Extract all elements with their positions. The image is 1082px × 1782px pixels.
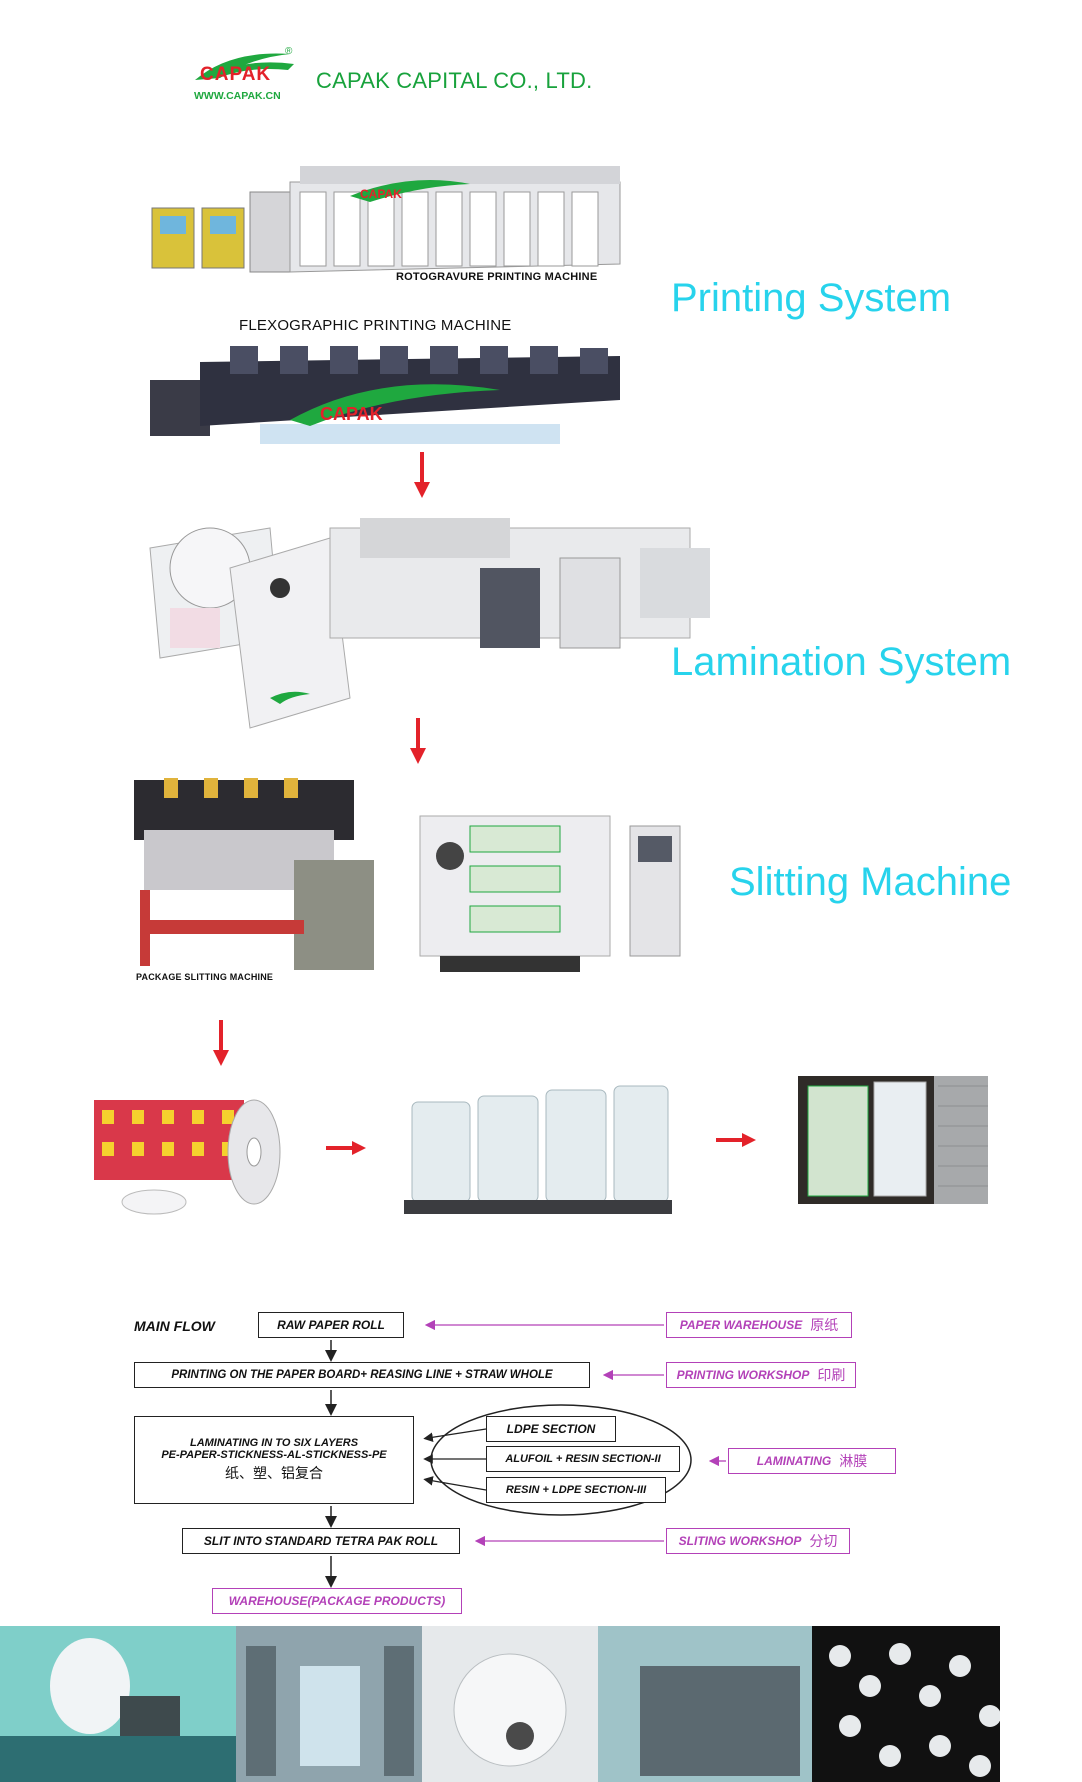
logo-website: WWW.CAPAK.CN: [194, 90, 281, 102]
printed-rolls-drawing: [94, 1099, 281, 1215]
lamination-line-2: PE-PAPER-STICKNESS-AL-STICKNESS-PE: [161, 1449, 387, 1461]
paper-warehouse-label: PAPER WAREHOUSE: [679, 1318, 803, 1332]
flow-right-arrow-icon: [716, 1133, 756, 1147]
lamination-machine-image: [140, 508, 720, 736]
printing-workshop-box: PRINTING WORKSHOP 印刷: [666, 1362, 856, 1388]
package-slitting-machine-drawing: [134, 778, 374, 970]
paper-warehouse-cn-label: 原纸: [810, 1318, 839, 1334]
resin-section-box: RESIN + LDPE SECTION-III: [486, 1477, 666, 1503]
logo-wordmark: CAPAK: [200, 64, 272, 85]
laminating-cn-label: 淋膜: [839, 1454, 868, 1470]
flexographic-machine-image: CAPAK: [140, 340, 628, 448]
sliting-workshop-label: SLITING WORKSHOP: [678, 1534, 802, 1548]
alufoil-section-box: ALUFOIL + RESIN SECTION-II: [486, 1446, 680, 1472]
wrapped-rolls-drawing: [404, 1085, 672, 1214]
rotogravure-machine-drawing: CAPAK: [151, 166, 621, 273]
flexographic-caption: FLEXOGRAPHIC PRINTING MACHINE: [239, 317, 512, 334]
rotogravure-machine-image: CAPAK: [150, 152, 630, 284]
slitting-machine-drawing: [419, 815, 681, 972]
lamination-system-title: Lamination System: [671, 640, 1012, 684]
main-flow-label: MAIN FLOW: [134, 1318, 215, 1334]
facility-photos-drawing: [0, 1626, 1000, 1782]
printing-workshop-cn-label: 印刷: [817, 1368, 846, 1384]
svg-text:®: ®: [285, 46, 293, 57]
package-slitting-machine-image: [134, 770, 384, 986]
facility-photo-strip: [0, 1626, 1000, 1782]
sliting-workshop-box: SLITING WORKSHOP 分切: [666, 1528, 850, 1554]
slitting-machine-image: [410, 796, 690, 984]
flow-down-arrow-icon: [414, 452, 430, 498]
company-name: CAPAK CAPITAL CO., LTD.: [316, 68, 593, 93]
sliting-workshop-cn-label: 分切: [809, 1534, 838, 1550]
slitting-machine-title: Slitting Machine: [729, 860, 1012, 904]
slit-step-box: SLIT INTO STANDARD TETRA PAK ROLL: [182, 1528, 460, 1554]
company-logo: ® CAPAK WWW.CAPAK.CN: [190, 44, 308, 106]
flow-down-arrow-icon: [410, 718, 426, 764]
svg-text:CAPAK: CAPAK: [320, 404, 383, 424]
flow-down-arrow-icon: [213, 1020, 229, 1066]
logo-graphic: ®: [195, 46, 294, 80]
rotogravure-caption: ROTOGRAVURE PRINTING MACHINE: [396, 271, 598, 283]
warehouse-step-box: WAREHOUSE(PACKAGE PRODUCTS): [212, 1588, 462, 1614]
printing-system-title: Printing System: [671, 276, 952, 320]
printed-rolls-image: [94, 1090, 284, 1220]
svg-text:CAPAK: CAPAK: [360, 187, 402, 201]
ldpe-section-box: LDPE SECTION: [486, 1416, 616, 1442]
lamination-line-1: LAMINATING IN TO SIX LAYERS: [189, 1437, 359, 1449]
wrapped-rolls-image: [404, 1080, 672, 1220]
flexographic-machine-drawing: CAPAK: [150, 346, 620, 444]
lamination-line-3: 纸、塑、铝复合: [225, 1466, 323, 1482]
laminating-label: LAMINATING: [756, 1454, 832, 1468]
flow-right-arrow-icon: [326, 1141, 366, 1155]
printing-workshop-label: PRINTING WORKSHOP: [676, 1368, 810, 1382]
package-slitting-caption: PACKAGE SLITTING MACHINE: [136, 972, 274, 982]
container-loading-image: [798, 1076, 988, 1204]
printing-step-box: PRINTING ON THE PAPER BOARD+ REASING LIN…: [134, 1362, 590, 1388]
container-loading-drawing: [807, 1076, 988, 1204]
lamination-step-box: LAMINATING IN TO SIX LAYERS PE-PAPER-STI…: [134, 1416, 414, 1504]
lamination-machine-drawing: [149, 518, 710, 729]
laminating-box: LAMINATING 淋膜: [728, 1448, 896, 1474]
raw-paper-roll-box: RAW PAPER ROLL: [258, 1312, 404, 1338]
paper-warehouse-box: PAPER WAREHOUSE 原纸: [666, 1312, 852, 1338]
